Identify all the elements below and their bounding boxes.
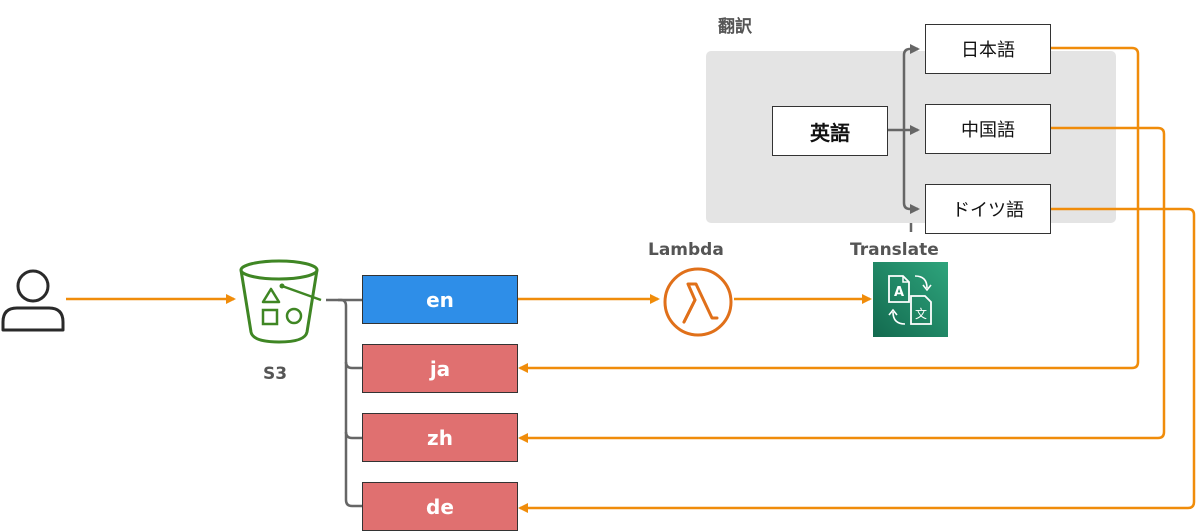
translate-label: Translate [850, 240, 939, 260]
s3-bucket-icon [239, 259, 322, 344]
bucket-ja: ja [362, 344, 518, 393]
user-icon [1, 269, 65, 332]
lambda-label: Lambda [648, 240, 724, 260]
svg-text:文: 文 [915, 306, 927, 321]
target-language-chinese: 中国語 [925, 104, 1051, 154]
target-language-german: ドイツ語 [925, 184, 1051, 234]
translate-icon: A 文 [873, 262, 948, 337]
s3-label: S3 [263, 364, 288, 384]
data-flow-arrows [66, 46, 1196, 513]
bucket-de: de [362, 482, 518, 531]
lambda-icon [663, 267, 733, 337]
source-language-english: 英語 [772, 106, 888, 156]
s3-bucket-connectors [326, 298, 363, 508]
target-language-japanese: 日本語 [925, 24, 1051, 74]
translation-branch-connectors [888, 44, 920, 232]
bucket-zh: zh [362, 413, 518, 462]
translation-group-title: 翻訳 [718, 17, 752, 37]
bucket-en: en [362, 275, 518, 324]
svg-text:A: A [894, 285, 904, 300]
